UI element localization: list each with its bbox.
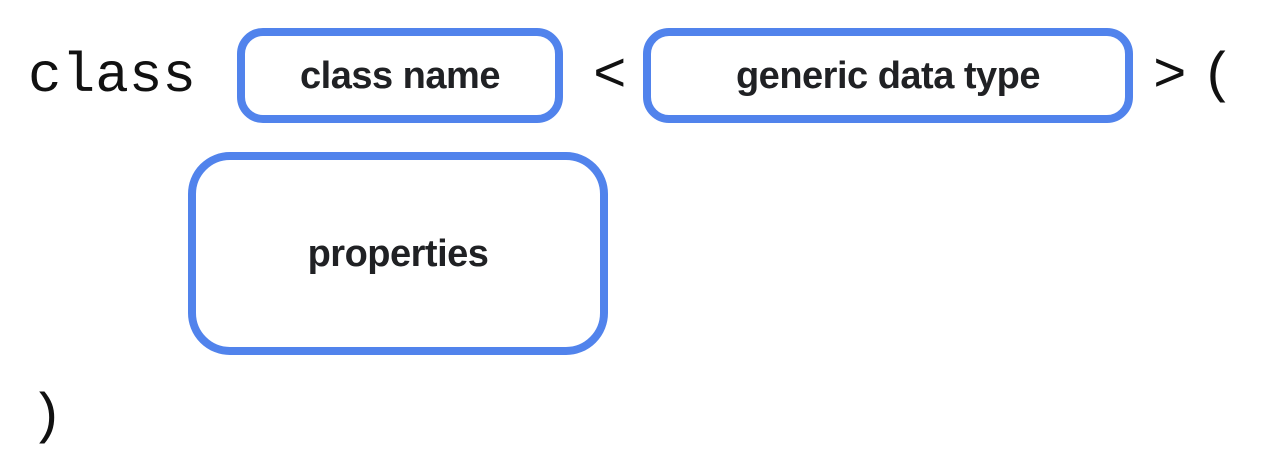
class-keyword-token: class — [28, 44, 197, 108]
properties-label: properties — [307, 232, 489, 275]
generic-data-type-label: generic data type — [735, 54, 1041, 97]
open-paren-token: ( — [1201, 44, 1235, 108]
class-name-label: class name — [300, 54, 500, 97]
close-angle-bracket-token: > — [1153, 44, 1187, 108]
properties-box: properties — [188, 152, 608, 355]
generic-data-type-box: generic data type — [643, 28, 1133, 123]
class-name-box: class name — [237, 28, 563, 123]
open-angle-bracket-token: < — [593, 44, 627, 108]
close-paren-token: ) — [30, 385, 64, 449]
